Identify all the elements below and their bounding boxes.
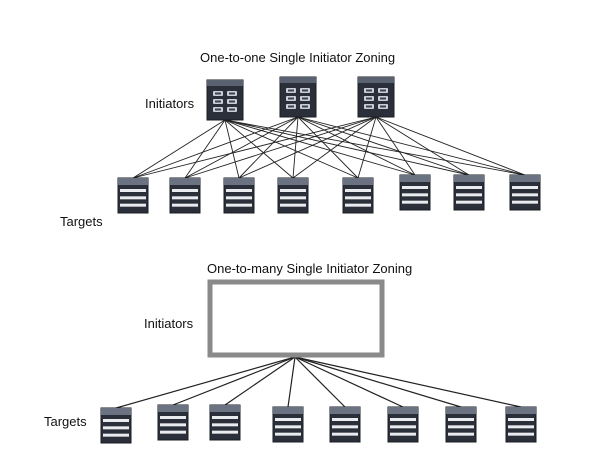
zone-box — [207, 279, 385, 358]
link-top-i3-t8 — [375, 116, 526, 176]
target-bottom-5 — [329, 406, 361, 443]
link-top-i1-t8 — [224, 119, 526, 176]
link-bottom-t5 — [294, 356, 346, 408]
link-top-i2-t7 — [297, 116, 470, 176]
link-top-i3-t6 — [375, 116, 416, 176]
link-top-i1-t6 — [224, 119, 416, 176]
link-top-i3-t3 — [238, 116, 377, 179]
link-top-i2-t1 — [132, 116, 299, 179]
target-top-5 — [342, 177, 374, 214]
link-bottom-t2 — [172, 356, 296, 406]
top-targets-label: Targets — [60, 214, 103, 229]
devices — [100, 76, 541, 444]
link-bottom-t7 — [294, 356, 462, 408]
target-bottom-3 — [209, 404, 241, 441]
link-top-i2-t2 — [184, 116, 299, 179]
target-top-1 — [117, 177, 149, 214]
link-top-i3-t4 — [292, 116, 377, 179]
link-top-i3-t7 — [375, 116, 470, 176]
link-top-i1-t1 — [132, 119, 226, 179]
link-top-i1-t2 — [184, 119, 226, 179]
link-top-i2-t5 — [297, 116, 359, 179]
top-initiators-label: Initiators — [145, 96, 195, 111]
initiator-top-3 — [357, 76, 395, 118]
initiator-top-1 — [206, 79, 244, 121]
target-bottom-1 — [100, 407, 132, 444]
link-bottom-t3 — [224, 356, 296, 406]
target-bottom-8 — [505, 406, 537, 443]
connection-lines — [115, 116, 526, 409]
target-top-2 — [169, 177, 201, 214]
target-top-6 — [399, 174, 431, 211]
bottom-initiators-label: Initiators — [144, 316, 194, 331]
link-top-i3-t5 — [357, 116, 377, 179]
target-bottom-4 — [272, 406, 304, 443]
link-top-i1-t3 — [224, 119, 240, 179]
link-top-i2-t6 — [297, 116, 416, 176]
link-bottom-t4 — [287, 356, 296, 408]
link-top-i2-t3 — [238, 116, 299, 179]
target-bottom-2 — [157, 404, 189, 441]
link-bottom-t1 — [115, 356, 296, 409]
bottom-targets-label: Targets — [44, 414, 87, 429]
link-top-i1-t4 — [224, 119, 294, 179]
target-bottom-7 — [445, 406, 477, 443]
bottom-title: One-to-many Single Initiator Zoning — [207, 261, 413, 276]
link-bottom-t6 — [294, 356, 404, 408]
target-top-7 — [453, 174, 485, 211]
link-top-i1-t5 — [224, 119, 359, 179]
link-top-i3-t1 — [132, 116, 377, 179]
target-top-3 — [223, 177, 255, 214]
link-top-i3-t2 — [184, 116, 377, 179]
link-bottom-t8 — [294, 356, 522, 408]
target-top-4 — [277, 177, 309, 214]
link-top-i2-t4 — [292, 116, 299, 179]
target-top-8 — [509, 174, 541, 211]
target-bottom-6 — [387, 406, 419, 443]
top-title: One-to-one Single Initiator Zoning — [200, 50, 396, 65]
initiator-top-2 — [279, 76, 317, 118]
